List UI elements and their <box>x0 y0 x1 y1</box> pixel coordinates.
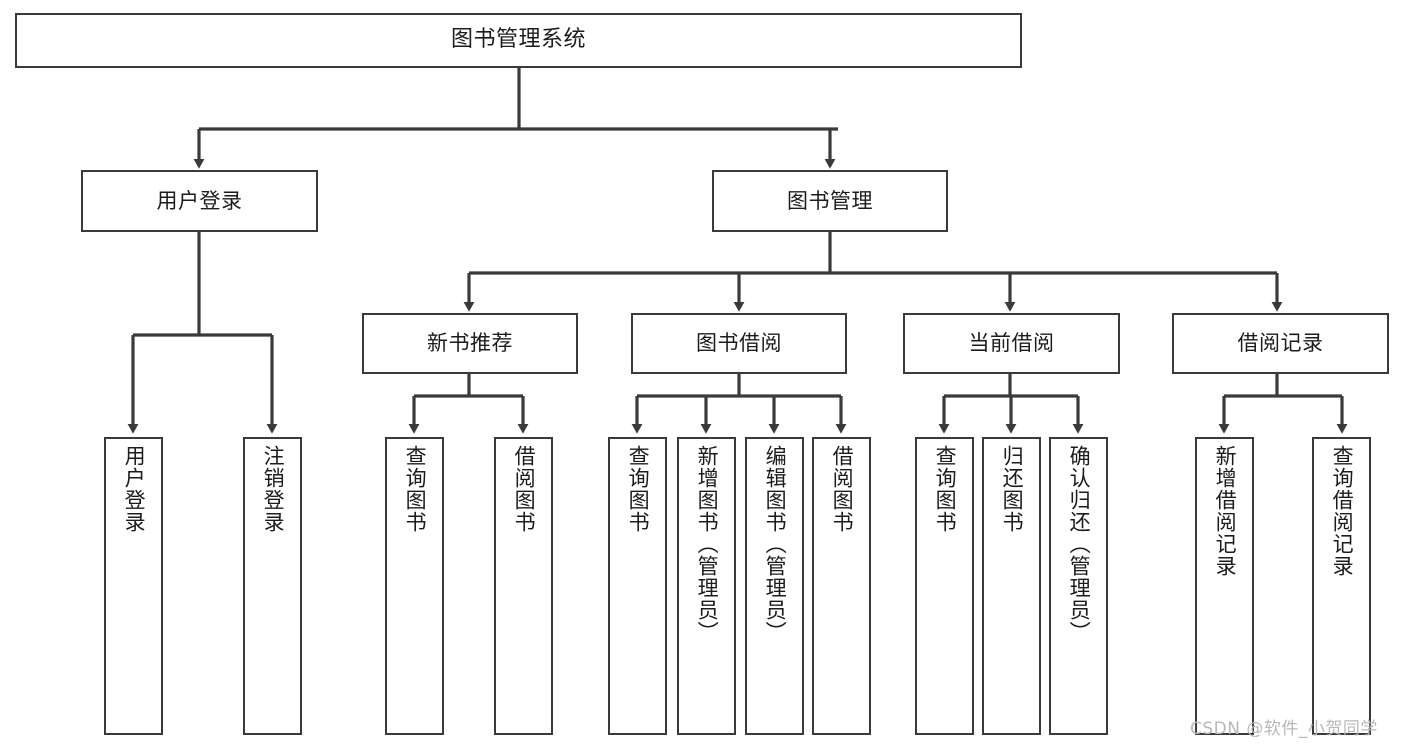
leaf-return-book-label: 归还图书 <box>1000 445 1025 533</box>
leaf-query-book-3[interactable]: 查询图书 <box>915 437 974 735</box>
leaf-user-login-label: 用户登录 <box>122 445 147 533</box>
node-root[interactable]: 图书管理系统 <box>15 13 1022 68</box>
leaf-add-record[interactable]: 新增借阅记录 <box>1195 437 1254 735</box>
leaf-add-book[interactable]: 新增图书（管理员） <box>677 437 736 735</box>
leaf-edit-book-label: 编辑图书（管理员） <box>763 445 788 643</box>
node-borrow-record[interactable]: 借阅记录 <box>1172 313 1389 374</box>
leaf-query-record-label: 查询借阅记录 <box>1330 445 1355 577</box>
leaf-borrow-book-1[interactable]: 借阅图书 <box>494 437 553 735</box>
leaf-logout[interactable]: 注销登录 <box>243 437 302 735</box>
node-current-borrow[interactable]: 当前借阅 <box>903 313 1120 374</box>
leaf-edit-book[interactable]: 编辑图书（管理员） <box>745 437 804 735</box>
leaf-confirm-return-label: 确认归还（管理员） <box>1067 445 1092 643</box>
node-book-manage-label: 图书管理 <box>787 188 873 213</box>
node-root-label: 图书管理系统 <box>450 27 586 53</box>
node-borrow-record-label: 借阅记录 <box>1237 331 1324 356</box>
leaf-borrow-book-2[interactable]: 借阅图书 <box>812 437 871 735</box>
node-user-login[interactable]: 用户登录 <box>81 170 318 232</box>
node-book-borrow[interactable]: 图书借阅 <box>631 313 847 374</box>
csdn-watermark: CSDN @软件_小贺同学 <box>1190 719 1378 739</box>
leaf-query-book-2-label: 查询图书 <box>626 445 651 533</box>
leaf-add-book-label: 新增图书（管理员） <box>695 445 720 643</box>
leaf-user-login[interactable]: 用户登录 <box>104 437 163 735</box>
leaf-confirm-return[interactable]: 确认归还（管理员） <box>1049 437 1108 735</box>
leaf-query-book-1-label: 查询图书 <box>403 445 428 533</box>
leaf-query-book-3-label: 查询图书 <box>933 445 958 533</box>
leaf-return-book[interactable]: 归还图书 <box>982 437 1041 735</box>
leaf-borrow-book-2-label: 借阅图书 <box>830 445 855 533</box>
leaf-borrow-book-1-label: 借阅图书 <box>512 445 537 533</box>
leaf-query-book-1[interactable]: 查询图书 <box>385 437 444 735</box>
node-new-book-rec[interactable]: 新书推荐 <box>362 313 578 374</box>
leaf-logout-label: 注销登录 <box>261 445 286 533</box>
node-new-book-rec-label: 新书推荐 <box>427 331 513 356</box>
node-current-borrow-label: 当前借阅 <box>968 331 1055 356</box>
node-book-manage[interactable]: 图书管理 <box>712 170 948 232</box>
leaf-query-book-2[interactable]: 查询图书 <box>608 437 667 735</box>
node-book-borrow-label: 图书借阅 <box>696 331 782 356</box>
leaf-add-record-label: 新增借阅记录 <box>1213 445 1238 577</box>
node-user-login-label: 用户登录 <box>156 188 243 213</box>
leaf-query-record[interactable]: 查询借阅记录 <box>1312 437 1371 735</box>
